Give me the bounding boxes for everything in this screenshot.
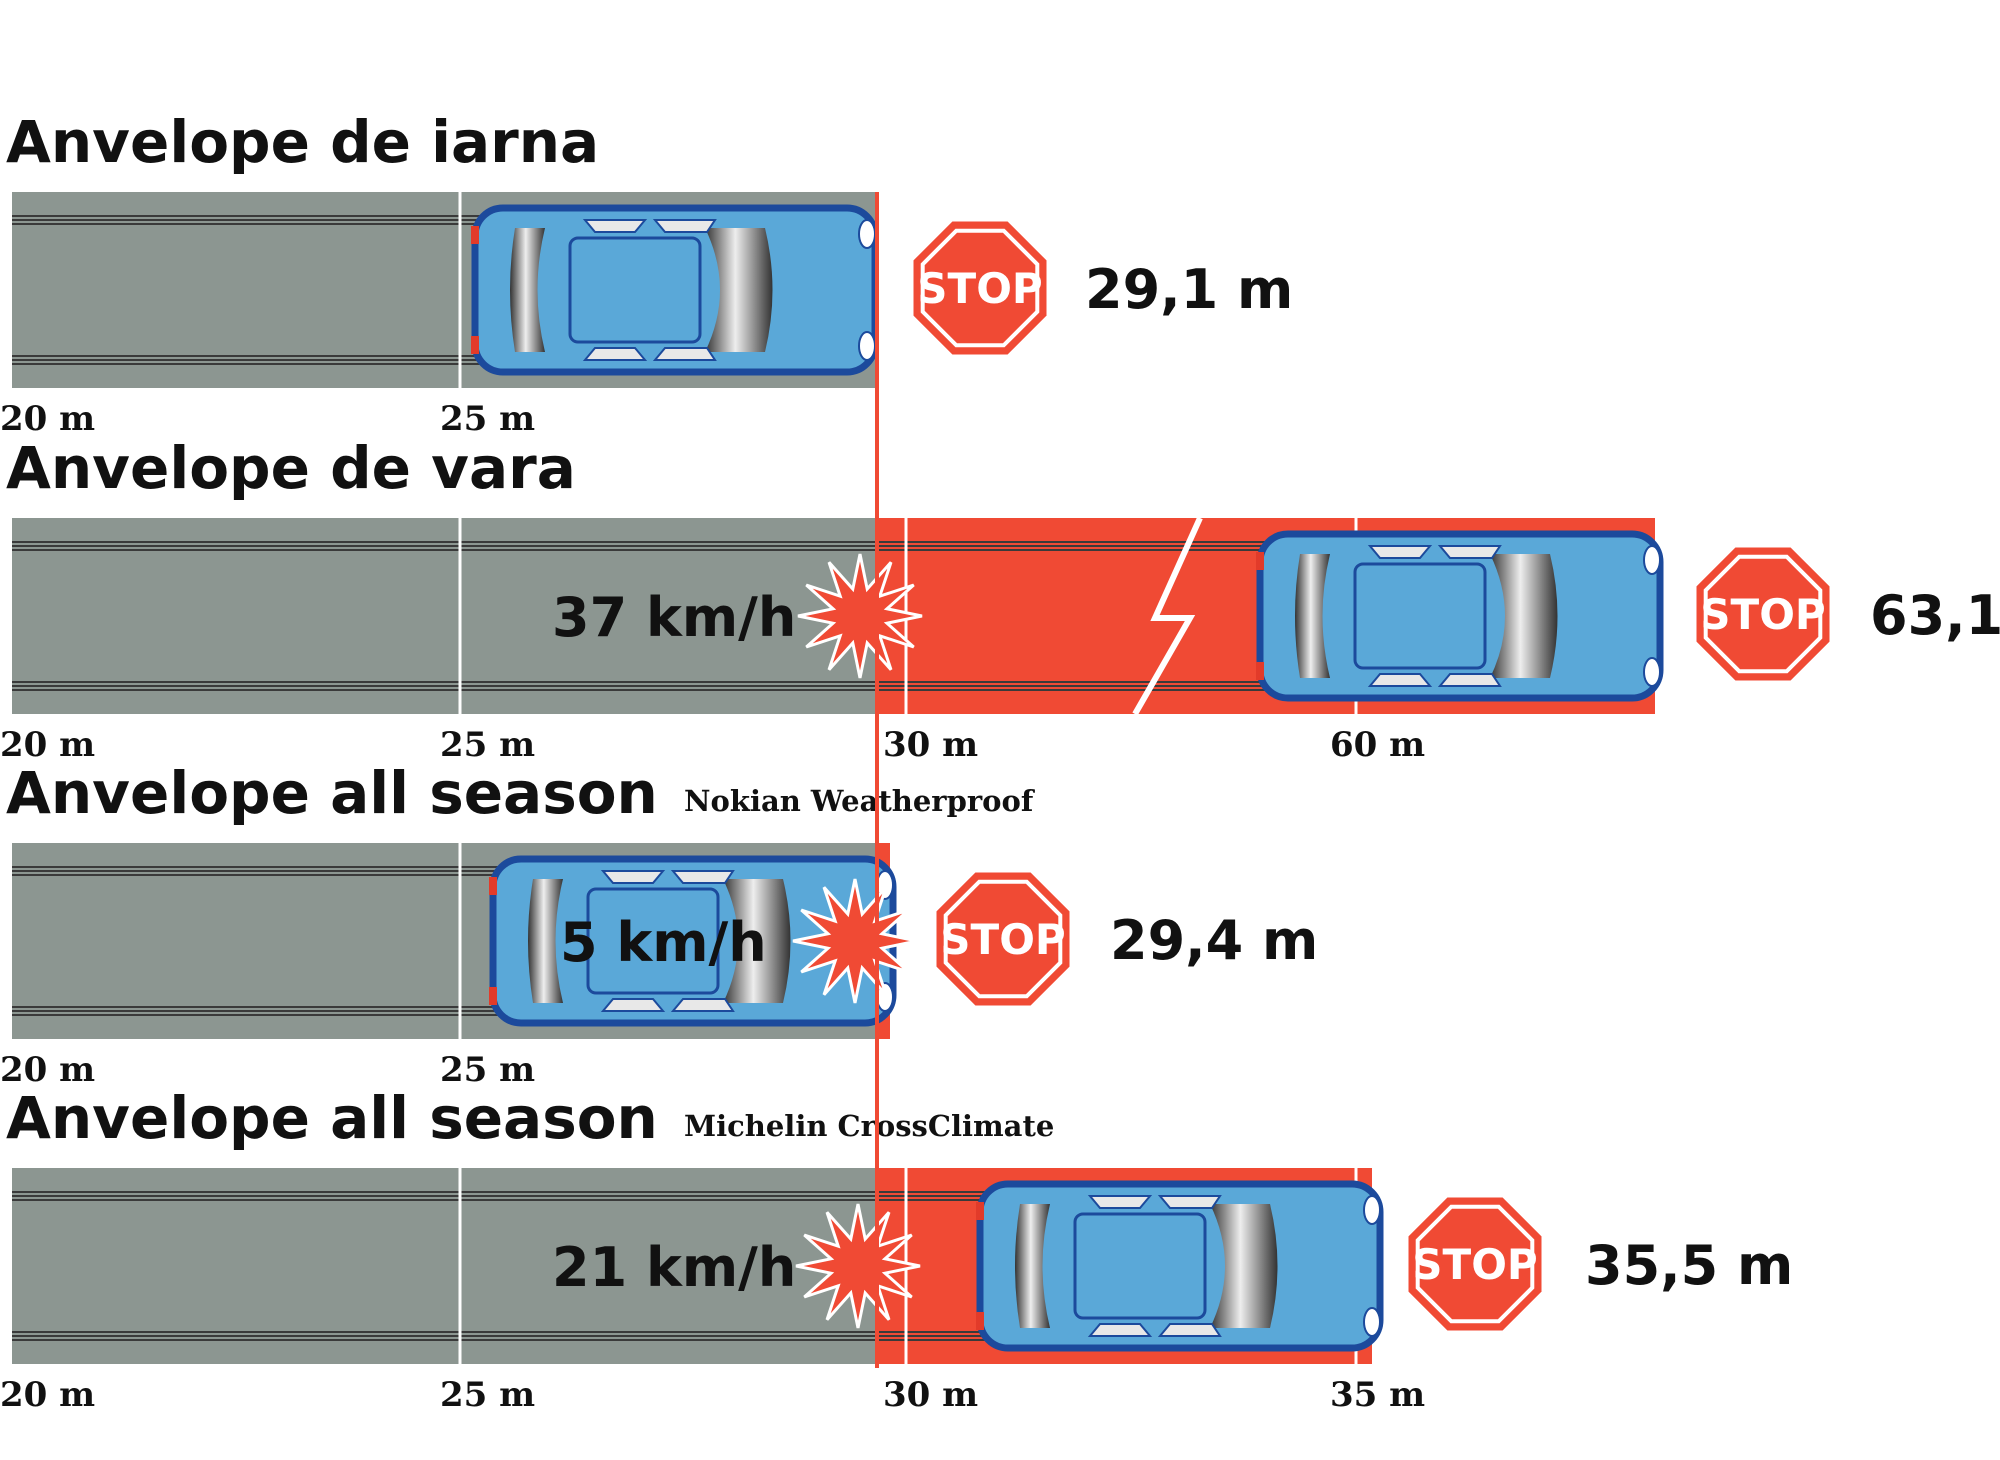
row-3: Anvelope all season Nokian Weatherproof 5 … [0, 759, 1318, 1090]
impact-burst-icon [792, 878, 918, 1004]
stop-label: STOP [1412, 1240, 1537, 1289]
stop-sign-icon: STOP [1404, 1193, 1546, 1335]
distance-tick-label: 20 m [0, 1050, 95, 1090]
stop-sign-icon: STOP [909, 217, 1051, 359]
row-title: Anvelope all season [6, 1084, 658, 1152]
row-subtitle: Nokian Weatherproof [684, 784, 1036, 818]
stopping-distance: 29,4 m [1110, 909, 1318, 972]
impact-speed: 5 km/h [560, 911, 767, 974]
distance-tick-label: 35 m [1330, 1375, 1425, 1415]
distance-tick-label: 25 m [440, 1375, 535, 1415]
distance-tick-label: 25 m [440, 725, 535, 765]
impact-burst-icon [797, 553, 923, 679]
distance-tick-label: 60 m [1330, 725, 1425, 765]
impact-speed: 37 km/h [552, 586, 796, 649]
stop-label: STOP [1700, 590, 1825, 639]
stopping-distance: 29,1 m [1085, 258, 1293, 321]
row-title: Anvelope de vara [6, 434, 576, 502]
row-4: Anvelope all season Michelin CrossClimate… [0, 1084, 1793, 1415]
row-2: Anvelope de vara 37 km/h STOP 63,1 m 20 m 25 … [0, 434, 2000, 765]
car-icon [1256, 534, 1660, 698]
impact-speed: 21 km/h [552, 1236, 796, 1299]
scale-break [1132, 516, 1203, 716]
distance-tick-label: 20 m [0, 399, 95, 439]
impact-burst-icon [795, 1203, 921, 1329]
distance-tick-label: 20 m [0, 1375, 95, 1415]
stop-label: STOP [917, 264, 1042, 313]
header-partial: ... [560, 0, 626, 10]
distance-tick-label: 25 m [440, 1050, 535, 1090]
distance-tick-label: 30 m [883, 1375, 978, 1415]
stop-label: STOP [940, 915, 1065, 964]
distance-tick-label: 20 m [0, 725, 95, 765]
distance-tick-label: 30 m [883, 725, 978, 765]
distance-tick-label: 25 m [440, 399, 535, 439]
row-title: Anvelope de iarna [6, 108, 599, 176]
car-icon [471, 208, 875, 372]
stop-sign-icon: STOP [1692, 543, 1834, 685]
row-title: Anvelope all season [6, 759, 658, 827]
stopping-distance: 63,1 m [1870, 584, 2000, 647]
row-subtitle: Michelin CrossClimate [684, 1109, 1054, 1143]
car-icon [976, 1184, 1380, 1348]
stop-sign-icon: STOP [932, 868, 1074, 1010]
stopping-distance: 35,5 m [1585, 1234, 1793, 1297]
